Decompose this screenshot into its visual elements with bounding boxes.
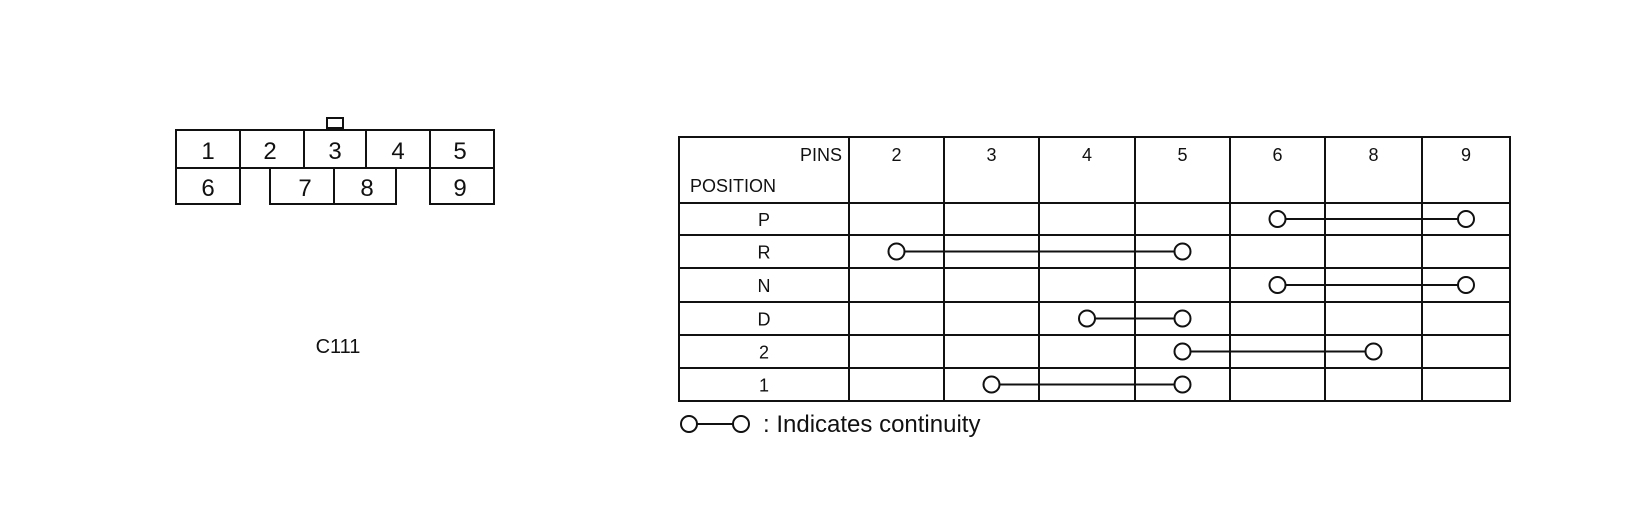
- table-grid: [679, 137, 1510, 401]
- connector-pin-label-1: 1: [201, 138, 214, 165]
- continuity-node-2-8: [1364, 342, 1383, 361]
- pin-header-5: 5: [1177, 145, 1187, 165]
- pin-header-8: 8: [1368, 145, 1378, 165]
- position-label-N: N: [758, 276, 771, 296]
- legend-symbol-circle-left: [680, 415, 698, 433]
- continuity-node-1-5: [1173, 375, 1192, 394]
- continuity-node-D-4: [1078, 309, 1096, 328]
- legend-text: : Indicates continuity: [763, 411, 980, 438]
- continuity-node-D-5: [1173, 309, 1192, 328]
- connector-pin-label-8: 8: [360, 175, 373, 202]
- connector-cell-9: [429, 167, 495, 205]
- legend: : Indicates continuity: [680, 411, 980, 438]
- connector-latch: [326, 117, 344, 129]
- connector-pin-label-7: 7: [298, 175, 311, 202]
- continuity-links: [887, 210, 1475, 394]
- pin-header-6: 6: [1272, 145, 1282, 165]
- continuity-node-N-6: [1268, 276, 1287, 294]
- connector-pin-label-6: 6: [201, 175, 214, 202]
- pin-headers: 2 3 4 5 6 8 9: [891, 145, 1471, 165]
- pin-header-2: 2: [891, 145, 901, 165]
- continuity-node-2-5: [1173, 342, 1192, 361]
- connector-pin-label-3: 3: [328, 138, 341, 165]
- connector-cell-8: [333, 167, 397, 205]
- pin-header-4: 4: [1082, 145, 1092, 165]
- continuity-node-P-6: [1268, 210, 1287, 228]
- continuity-node-R-2: [887, 242, 906, 261]
- connector-c111: [175, 117, 495, 205]
- connector-pin-label-5: 5: [453, 138, 466, 165]
- connector-labels: 1 2 3 4 5 6 7 8 9: [201, 138, 466, 202]
- position-label-D: D: [758, 310, 771, 330]
- continuity-node-P-9: [1457, 210, 1475, 228]
- connector-cell-6: [175, 167, 241, 205]
- continuity-node-R-5: [1173, 242, 1192, 261]
- pins-header: PINS: [800, 145, 842, 165]
- pin-header-3: 3: [986, 145, 996, 165]
- connector-pin-label-4: 4: [391, 138, 404, 165]
- pin-header-9: 9: [1461, 145, 1471, 165]
- position-header: POSITION: [690, 176, 776, 196]
- position-label-1: 1: [759, 376, 769, 396]
- position-label-P: P: [758, 210, 770, 230]
- legend-symbol-circle-right: [732, 415, 750, 433]
- continuity-node-N-9: [1457, 276, 1475, 294]
- position-label-R: R: [758, 243, 771, 263]
- continuity-node-1-3: [982, 375, 1001, 394]
- connector-label: C111: [316, 336, 361, 358]
- connector-pin-label-2: 2: [263, 138, 276, 165]
- position-label-2: 2: [759, 343, 769, 363]
- connector-pin-label-9: 9: [453, 175, 466, 202]
